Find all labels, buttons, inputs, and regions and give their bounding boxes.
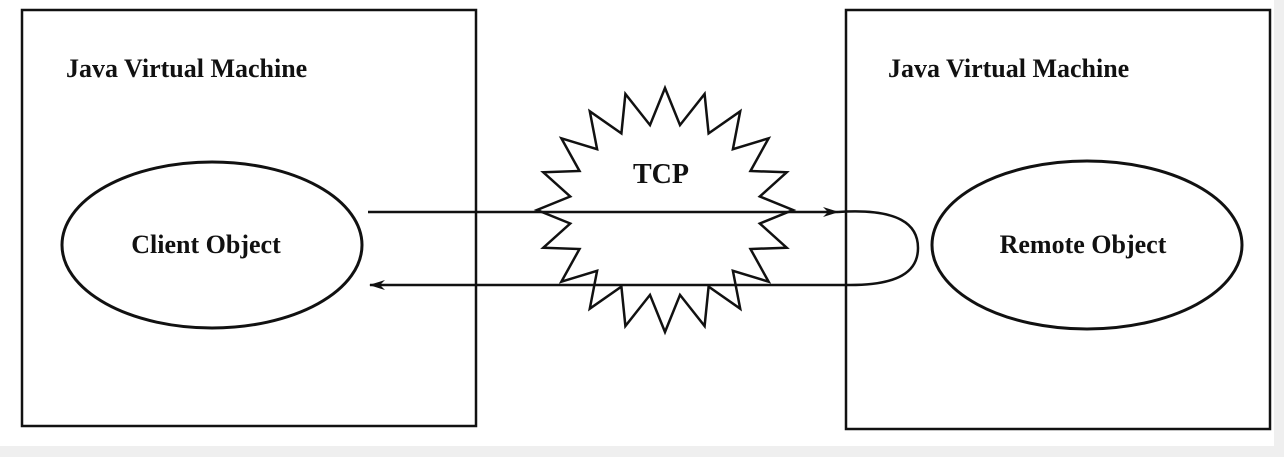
right-jvm-title: Java Virtual Machine [888,54,1129,83]
remote-object-label: Remote Object [1000,230,1167,259]
client-object-label: Client Object [131,230,281,259]
bottom-margin [0,446,1284,457]
left-jvm-box [20,8,478,428]
tcp-starburst [533,84,797,336]
right-margin [1274,0,1284,457]
client-object-ellipse [60,160,364,330]
return-loop [837,210,920,287]
right-jvm-box [844,8,1272,431]
left-jvm-title: Java Virtual Machine [66,54,307,83]
tcp-label: TCP [633,159,689,190]
remote-object-ellipse [930,159,1244,331]
